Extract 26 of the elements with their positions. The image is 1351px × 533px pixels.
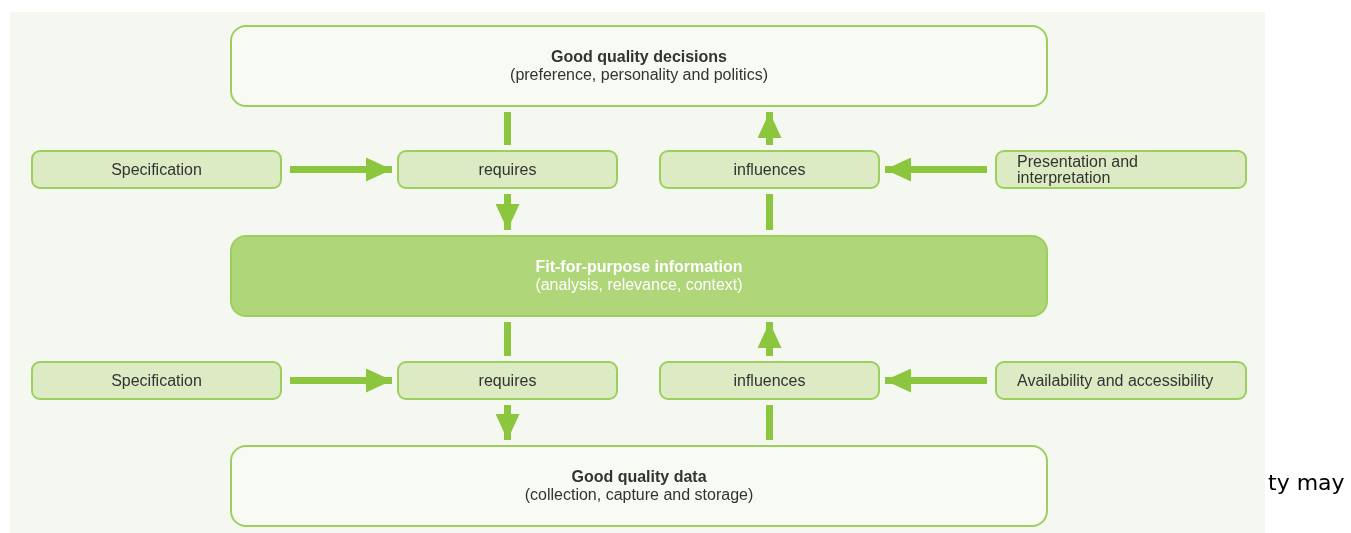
label-box [659, 361, 880, 400]
box-label: Specification [111, 372, 202, 389]
label-box [659, 150, 880, 189]
title-text: Good quality decisions [551, 48, 727, 66]
box-label: requires [478, 161, 537, 178]
label-box [995, 150, 1247, 189]
title-text: Fit-for-purpose information [535, 258, 743, 276]
label-box [397, 150, 618, 189]
process-box [230, 445, 1048, 527]
box-label: Specification [111, 161, 202, 178]
box-label: influences [733, 372, 806, 389]
label-box [397, 361, 618, 400]
subtitle-text: (analysis, relevance, context) [535, 276, 743, 294]
box-label: influences [733, 161, 806, 178]
box-label: Availability and accessibility [1017, 372, 1214, 389]
label-box [31, 361, 282, 400]
process-box [230, 25, 1048, 107]
subtitle-text: (preference, personality and politics) [510, 66, 768, 84]
title-text: Good quality data [571, 468, 707, 486]
box-label: requires [478, 372, 537, 389]
label-box [995, 361, 1247, 400]
label-box [31, 150, 282, 189]
highlighted-box [230, 235, 1048, 317]
background-text: ty may [1268, 470, 1345, 495]
subtitle-text: (collection, capture and storage) [524, 486, 754, 504]
box-label: Presentation and interpretation [1017, 153, 1139, 186]
